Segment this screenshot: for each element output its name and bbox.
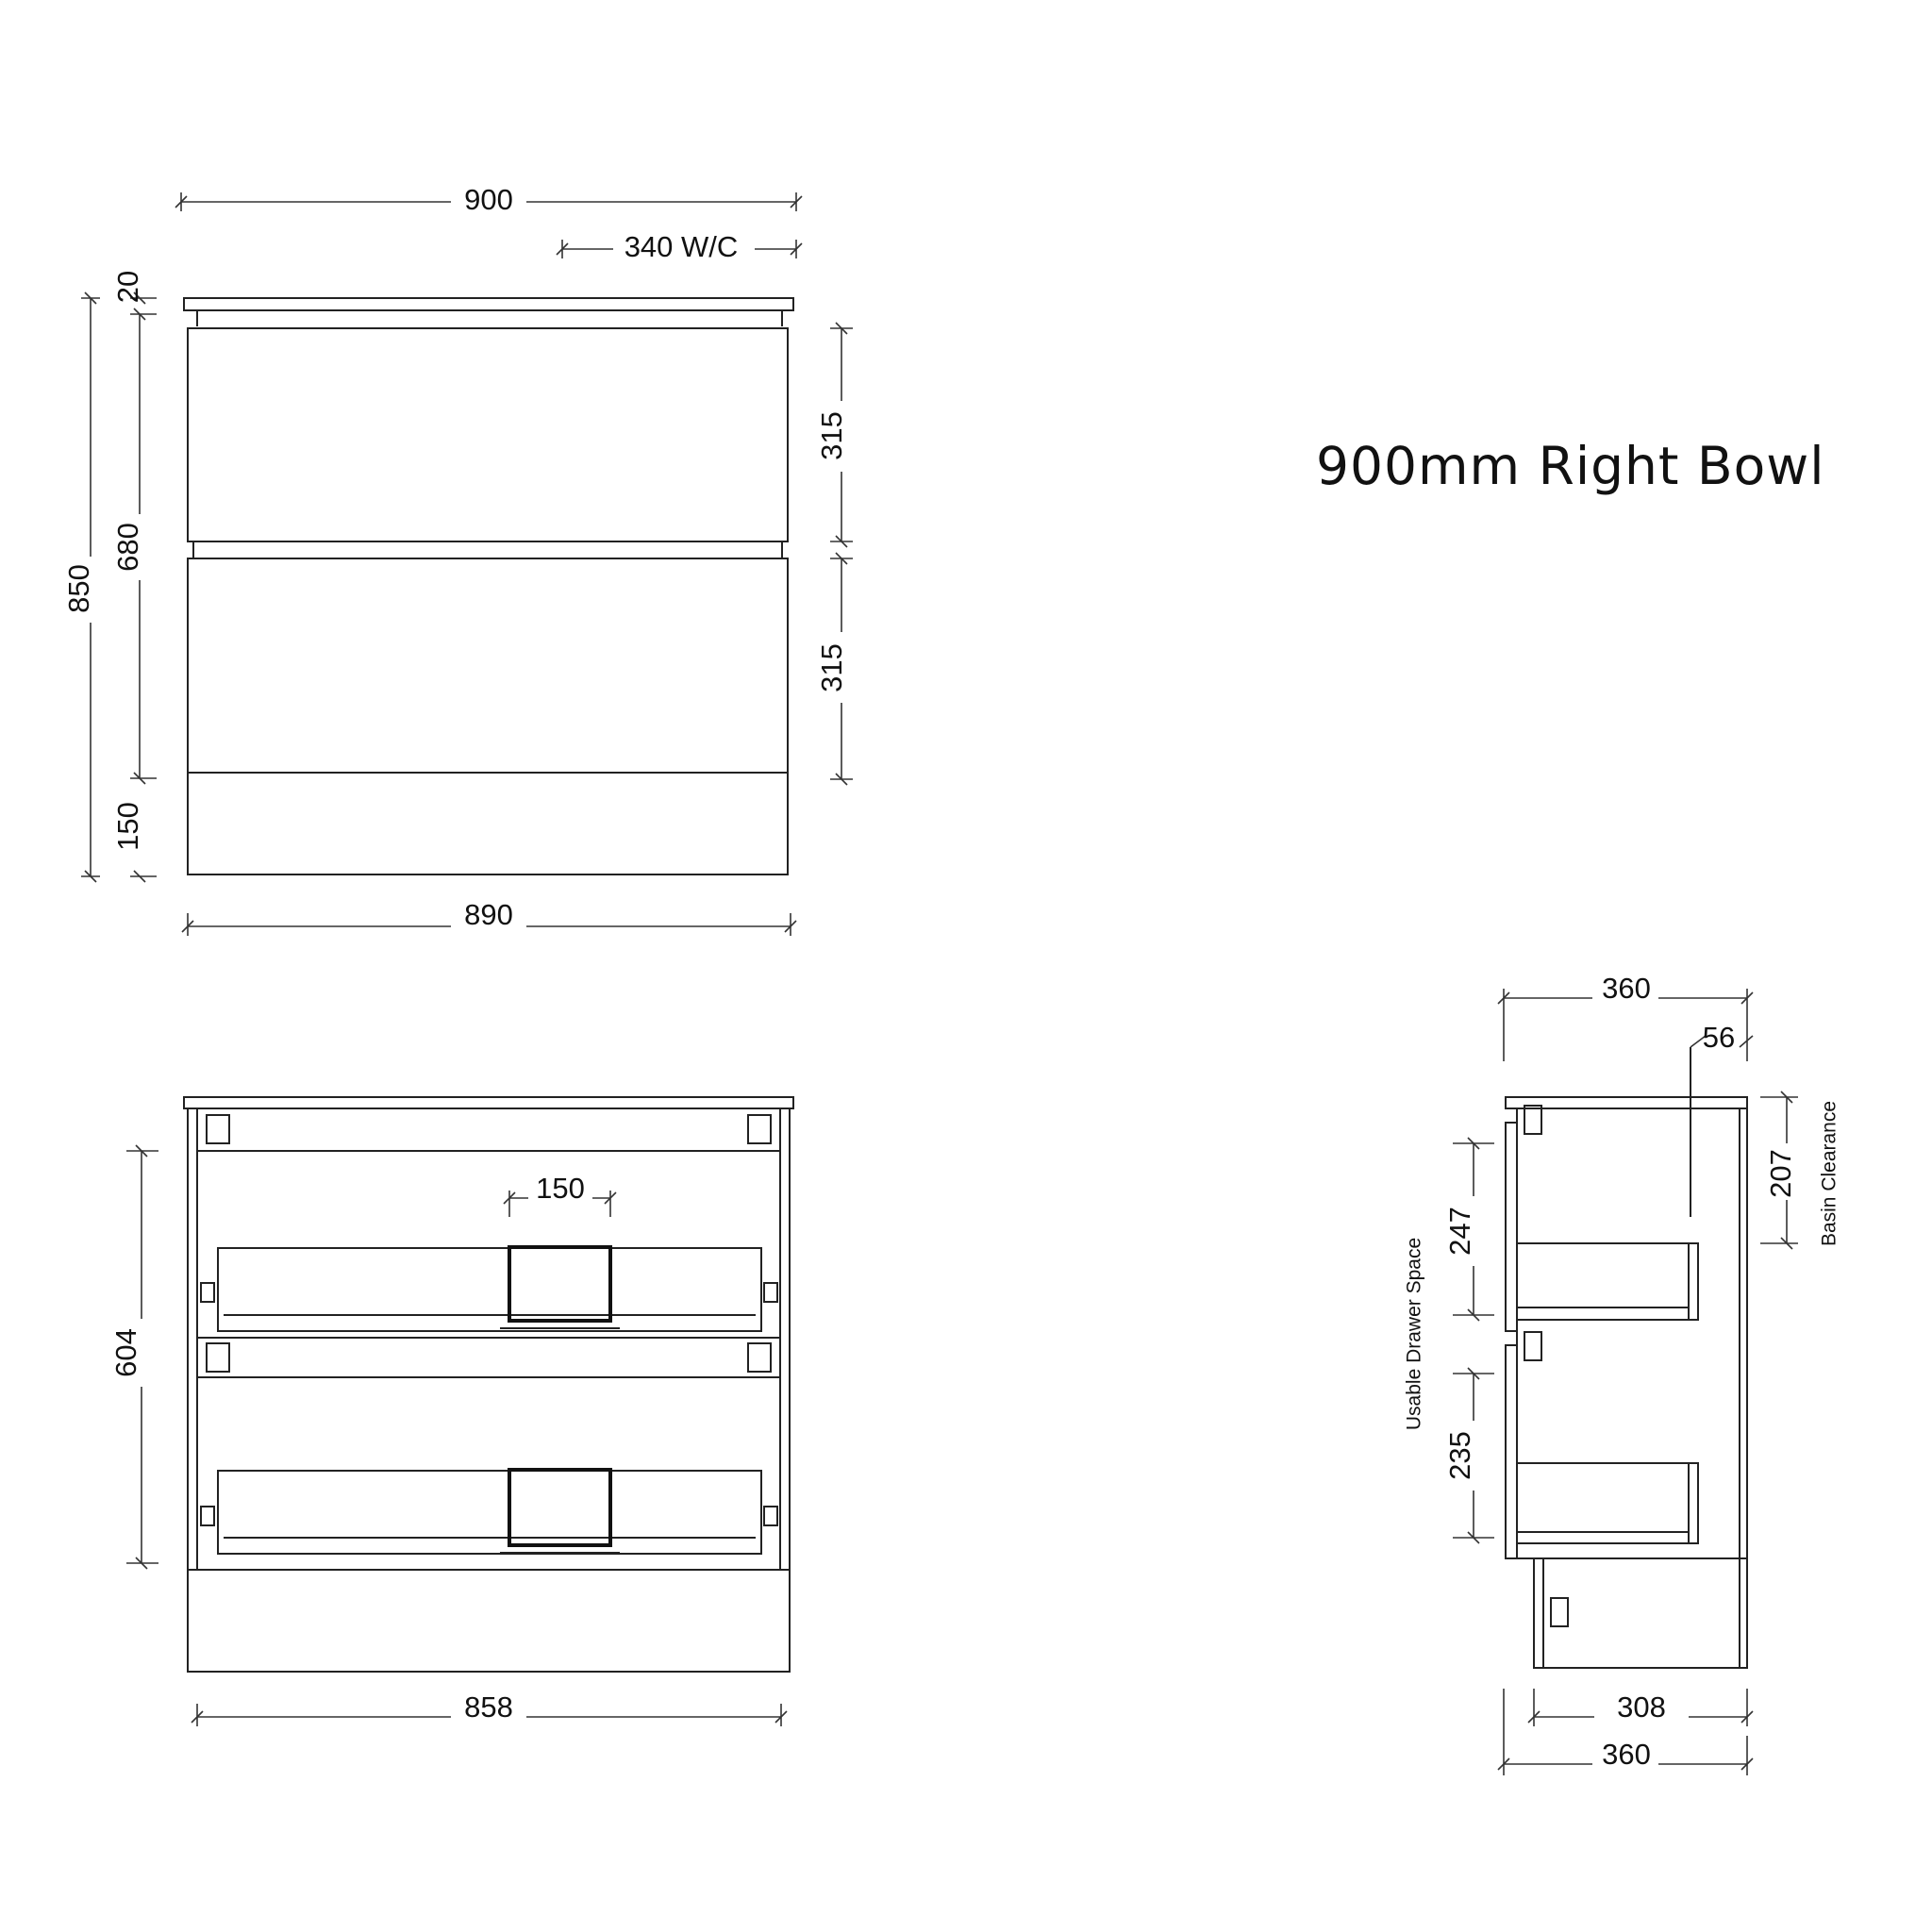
dim-label-360-bottom: 360: [1602, 1738, 1651, 1771]
kickboard-outline: [187, 772, 789, 875]
internal-elevation: 150 604 858: [109, 1096, 794, 1726]
dimension-carcass-width: 890: [181, 898, 797, 936]
dimension-internal-height: 604: [109, 1144, 158, 1570]
dim-label-680: 680: [111, 523, 144, 572]
dim-label-900: 900: [464, 183, 513, 216]
kick-side: [1533, 1557, 1748, 1669]
benchtop-outline-internal: [183, 1096, 794, 1109]
dim-label-340-wc: 340 W/C: [625, 230, 739, 263]
dim-label-56: 56: [1703, 1021, 1735, 1054]
dimension-drawer-heights: 315 315: [815, 322, 853, 786]
dimension-drawer-space: 247 235 Usable Drawer Space: [1404, 1137, 1494, 1544]
dim-label-235: 235: [1443, 1431, 1476, 1480]
dimension-internal-width: 858: [191, 1690, 788, 1726]
side-section: 360 56 207 Basin Clearance: [1404, 972, 1840, 1775]
dimension-overall-width: 900: [175, 183, 803, 216]
dim-label-858: 858: [464, 1690, 513, 1724]
dim-label-604: 604: [109, 1328, 142, 1377]
front-elevation: 900 340 W/C 850: [62, 183, 853, 936]
dimension-depth-top: 360: [1497, 972, 1754, 1061]
dimension-kick-depth: 308: [1527, 1689, 1754, 1726]
dimension-cutout-width: 150: [503, 1172, 617, 1217]
upper-drawer-box: [217, 1247, 762, 1332]
usable-drawer-space-label: Usable Drawer Space: [1404, 1238, 1425, 1430]
benchtop-side: [1505, 1096, 1748, 1109]
dim-label-850: 850: [62, 564, 95, 613]
dimension-height-chain: 20 680 150: [111, 271, 157, 883]
dimension-basin-clearance: 207 Basin Clearance: [1760, 1091, 1840, 1250]
lower-drawer-front-side: [1505, 1344, 1518, 1559]
dim-label-315-upper: 315: [815, 411, 848, 460]
dimension-depth-bottom: 360: [1497, 1689, 1754, 1775]
upper-drawer-cutout: [508, 1245, 612, 1323]
basin-clearance-label: Basin Clearance: [1819, 1101, 1840, 1246]
dim-label-150-kick: 150: [111, 802, 144, 851]
hinge-icons: [206, 1114, 772, 1373]
dim-label-207: 207: [1764, 1149, 1797, 1198]
upper-drawer-front: [187, 327, 789, 542]
dim-label-890: 890: [464, 898, 513, 931]
benchtop-outline: [183, 297, 794, 311]
dim-label-247: 247: [1443, 1207, 1476, 1256]
upper-drawer-front-side: [1505, 1122, 1518, 1332]
dim-label-315-lower: 315: [815, 643, 848, 692]
side-hinge-icons: [1524, 1105, 1569, 1627]
dimension-wc-offset: 340 W/C: [556, 230, 803, 263]
diagram-title: 900mm Right Bowl: [1316, 436, 1825, 496]
kickboard-internal: [187, 1569, 791, 1673]
dimension-overall-height: 850: [62, 291, 100, 883]
lower-drawer-front: [187, 558, 789, 774]
lower-drawer-box: [217, 1470, 762, 1555]
dim-label-360-top: 360: [1602, 972, 1651, 1005]
dimension-top-overhang: 56: [1690, 1021, 1754, 1054]
carcass-outline: [187, 1108, 791, 1571]
dim-label-20: 20: [111, 271, 144, 303]
dim-label-308: 308: [1617, 1690, 1666, 1724]
lower-drawer-cutout: [508, 1468, 612, 1547]
dim-label-150-cutout: 150: [536, 1172, 585, 1205]
